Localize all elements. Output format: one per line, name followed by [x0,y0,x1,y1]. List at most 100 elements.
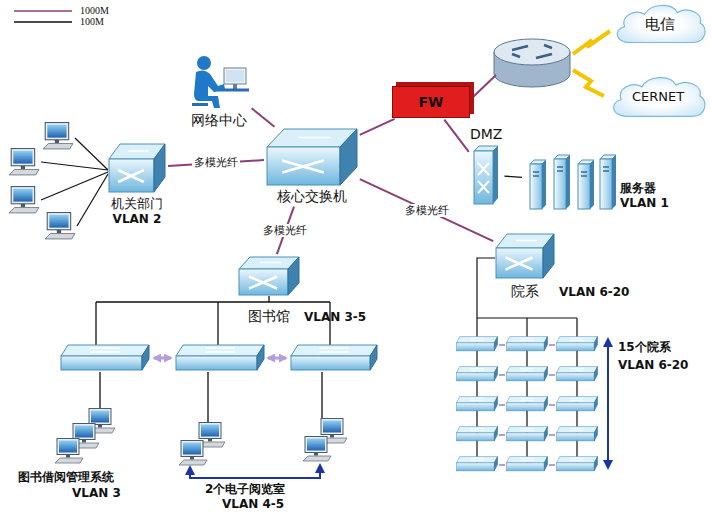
node-label: 机关部门 [111,196,163,212]
node-label: 网络中心 [191,112,247,129]
wireless-link [573,31,610,96]
workstation-node: 网络中心 [188,54,250,129]
office-pcs [41,162,108,170]
device-icon [566,155,570,209]
department-tree [506,337,547,351]
device-icon [267,147,340,185]
department-tree [506,457,547,471]
router-icon [494,39,570,87]
uplink-line [472,75,496,98]
department-tree [506,427,547,441]
network-link [444,120,469,152]
department-tree [556,397,597,411]
legend-swatch [12,7,74,15]
device-icon [554,159,566,209]
annotation-label: VLAN 3 [72,486,121,500]
library-tree [291,345,377,370]
device-icon [533,172,539,176]
room-bracket [190,465,320,478]
switch-node: 图书馆 VLAN 3-5 [238,256,366,325]
department-tree [456,427,497,441]
annotation-label: VLAN 4-5 [222,497,284,511]
device-icon [282,161,323,173]
annotation-label: 15个院系 [618,340,671,354]
office-pcs [9,187,39,213]
node-side: VLAN 6-20 [555,233,629,300]
device-icon [194,70,225,108]
department-bracket [607,339,609,468]
network-link [360,119,395,135]
library-tree [176,345,264,370]
cloud-node: CERNET [608,74,708,120]
link-label: 多模光纤 [261,224,309,237]
node-column: 图书馆 [238,256,300,325]
office-pcs [9,123,108,239]
department-tree [456,397,497,411]
device-icon [542,160,546,209]
device-icon [578,164,590,209]
router-icon [512,45,552,58]
device-icon [516,240,537,242]
node-label: VLAN 1 [620,196,669,210]
department-tree [456,457,497,471]
device-icon [238,256,300,296]
device-icon [108,143,166,193]
department-tree [556,427,597,441]
library-tree [55,439,83,464]
device-icon [493,146,498,204]
node-label: CERNET [632,89,684,105]
department-tree [456,337,497,351]
office-pcs [9,149,39,175]
department-tree [499,345,555,465]
cloud-shape [614,78,705,117]
device-icon [188,54,250,110]
node-side: VLAN 3-5 [300,256,366,325]
device-icon [266,128,358,186]
node-label: 服务器 [620,181,669,195]
node-label: VLAN 2 [113,212,162,226]
device-icon [109,159,154,192]
office-pcs [43,123,73,149]
device-icon [118,170,144,182]
office-pcs [41,172,108,200]
department-tree [556,457,597,471]
device-icon [473,145,499,205]
wireless-link [573,31,610,54]
node-label: 图书馆 [248,308,290,325]
legend-swatch [12,18,74,26]
device-icon [288,257,299,295]
office-pcs [75,138,108,170]
link-label: 多模光纤 [192,156,240,169]
device-icon [506,258,533,270]
node-column: 院系 [495,233,555,300]
link-label: 多模光纤 [403,204,451,217]
library-tree [154,357,171,360]
node-column [524,152,616,210]
library-tree [179,441,207,466]
node-label: VLAN 6-20 [559,285,629,299]
network-link [360,179,493,241]
device-icon [226,70,244,82]
node-column: 网络中心 [188,54,250,129]
node-label: DMZ [470,126,502,143]
device-icon [600,159,612,209]
device-icon [543,234,554,278]
legend-swatch [14,10,72,12]
switch-node: 机关部门VLAN 2 [108,143,166,226]
cloud-node: 电信 [612,2,708,46]
device-icon [197,56,211,70]
legend: 1000M100M [12,5,109,27]
library-tree [55,296,377,465]
office-pcs [77,174,108,226]
device-icon [340,129,357,185]
router-icon [494,39,570,65]
device-icon [557,167,563,171]
legend-text: 1000M [80,5,109,17]
node-label: 院系 [511,283,539,300]
dmz-switch: DMZ [470,126,502,205]
wireless-link [573,70,604,96]
network-link [252,108,275,126]
device-icon [224,68,246,84]
node-column: 机关部门VLAN 2 [108,143,166,226]
